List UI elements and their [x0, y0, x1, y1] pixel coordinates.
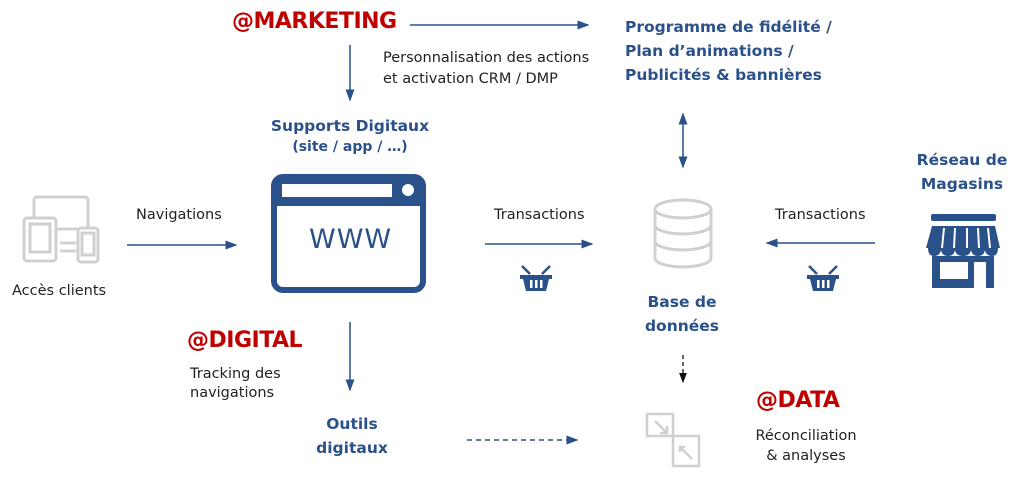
- programme-line2: Plan d’animations /: [625, 42, 794, 60]
- digital-desc-line1: Tracking des: [190, 366, 281, 382]
- outils-label: Outils digitaux: [292, 412, 412, 460]
- magasins-line1: Réseau de: [916, 151, 1008, 169]
- transactions-left-label: Transactions: [494, 207, 585, 223]
- marketing-desc-line2: et activation CRM / DMP: [383, 71, 558, 87]
- marketing-desc-line1: Personnalisation des actions: [383, 50, 590, 66]
- outils-line2: digitaux: [316, 439, 388, 457]
- data-desc-line2: & analyses: [766, 448, 846, 464]
- basket-icon-right: [807, 265, 839, 291]
- database-line2: données: [644, 317, 720, 335]
- reconciliation-icon: [645, 412, 701, 468]
- programme-line3: Publicités & bannières: [625, 66, 822, 84]
- supports-subtitle: (site / app / …): [292, 139, 408, 155]
- digital-desc-line2: navigations: [190, 385, 275, 401]
- basket-icon-left: [520, 265, 552, 291]
- database-icon: [653, 198, 713, 269]
- outils-line1: Outils: [326, 415, 378, 433]
- database-label: Base de données: [612, 290, 752, 338]
- transactions-right-label: Transactions: [775, 207, 866, 223]
- magasins-label: Réseau de Magasins: [900, 148, 1024, 196]
- browser-www-icon: [271, 174, 426, 293]
- database-line1: Base de: [647, 293, 717, 311]
- digital-tag: @DIGITAL: [187, 328, 303, 353]
- devices-icon: [22, 195, 100, 264]
- supports-label: Supports Digitaux (site / app / …): [250, 116, 450, 158]
- magasins-line2: Magasins: [920, 175, 1004, 193]
- marketing-tag: @MARKETING: [232, 9, 397, 34]
- store-icon: [926, 214, 1000, 288]
- www-label: WWW: [309, 224, 393, 255]
- navigations-label: Navigations: [136, 207, 222, 223]
- data-desc-line1: Réconciliation: [755, 428, 857, 444]
- supports-title: Supports Digitaux: [270, 117, 430, 135]
- data-tag: @DATA: [756, 388, 840, 413]
- programme-line1: Programme de fidélité /: [625, 18, 832, 36]
- marketing-desc: Personnalisation des actions et activati…: [383, 48, 589, 90]
- programme-label: Programme de fidélité / Plan d’animation…: [625, 15, 832, 87]
- data-desc: Réconciliation & analyses: [740, 426, 872, 466]
- clients-label: Accès clients: [12, 283, 107, 299]
- digital-desc: Tracking des navigations: [190, 365, 281, 403]
